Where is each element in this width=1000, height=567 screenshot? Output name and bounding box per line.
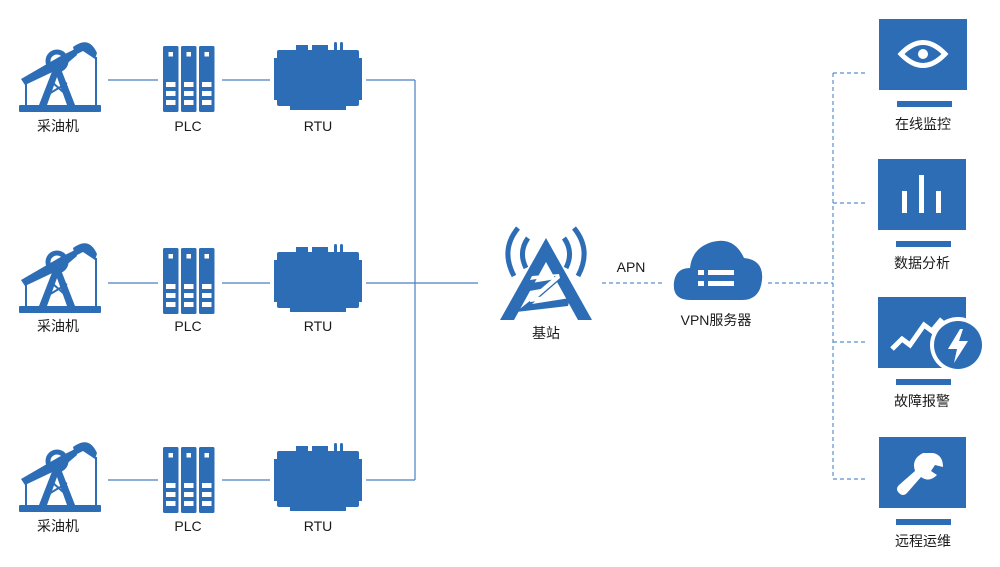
plc-icon [163, 46, 215, 112]
service-data-analysis[interactable] [878, 159, 966, 247]
pump-jack-icon [17, 433, 103, 513]
eye-icon [897, 40, 949, 68]
plc-icon [163, 447, 215, 513]
rtu-icon [274, 242, 362, 312]
alarm-lightning-icon [930, 317, 986, 373]
cell-tower-icon [496, 218, 596, 322]
plc-label: PLC [174, 518, 202, 534]
service-remote-maintenance[interactable] [879, 437, 967, 527]
rtu-label: RTU [303, 118, 333, 134]
plc-label: PLC [174, 318, 202, 334]
trend-line-icon [890, 317, 944, 351]
cloud-server-icon [672, 234, 764, 302]
vpn-server-label: VPN服务器 [680, 312, 752, 328]
apn-label: APN [616, 259, 646, 275]
plc-icon [163, 248, 215, 314]
rtu-label: RTU [303, 518, 333, 534]
pump-label: 采油机 [37, 118, 79, 134]
wrench-icon [897, 453, 943, 495]
pump-jack-icon [17, 33, 103, 113]
pump-label: 采油机 [37, 318, 79, 334]
service-label: 数据分析 [894, 255, 950, 271]
plc-label: PLC [174, 118, 202, 134]
rtu-icon [274, 40, 362, 110]
service-fault-alarm[interactable] [878, 297, 988, 387]
bar-chart-icon [902, 175, 941, 213]
rtu-icon [274, 441, 362, 511]
base-station-label: 基站 [532, 325, 560, 341]
pump-label: 采油机 [37, 518, 79, 534]
pump-jack-icon [17, 234, 103, 314]
service-label: 远程运维 [895, 533, 951, 549]
service-label: 在线监控 [895, 116, 951, 132]
service-label: 故障报警 [894, 393, 950, 409]
rtu-label: RTU [303, 318, 333, 334]
service-monitoring[interactable] [879, 19, 967, 107]
